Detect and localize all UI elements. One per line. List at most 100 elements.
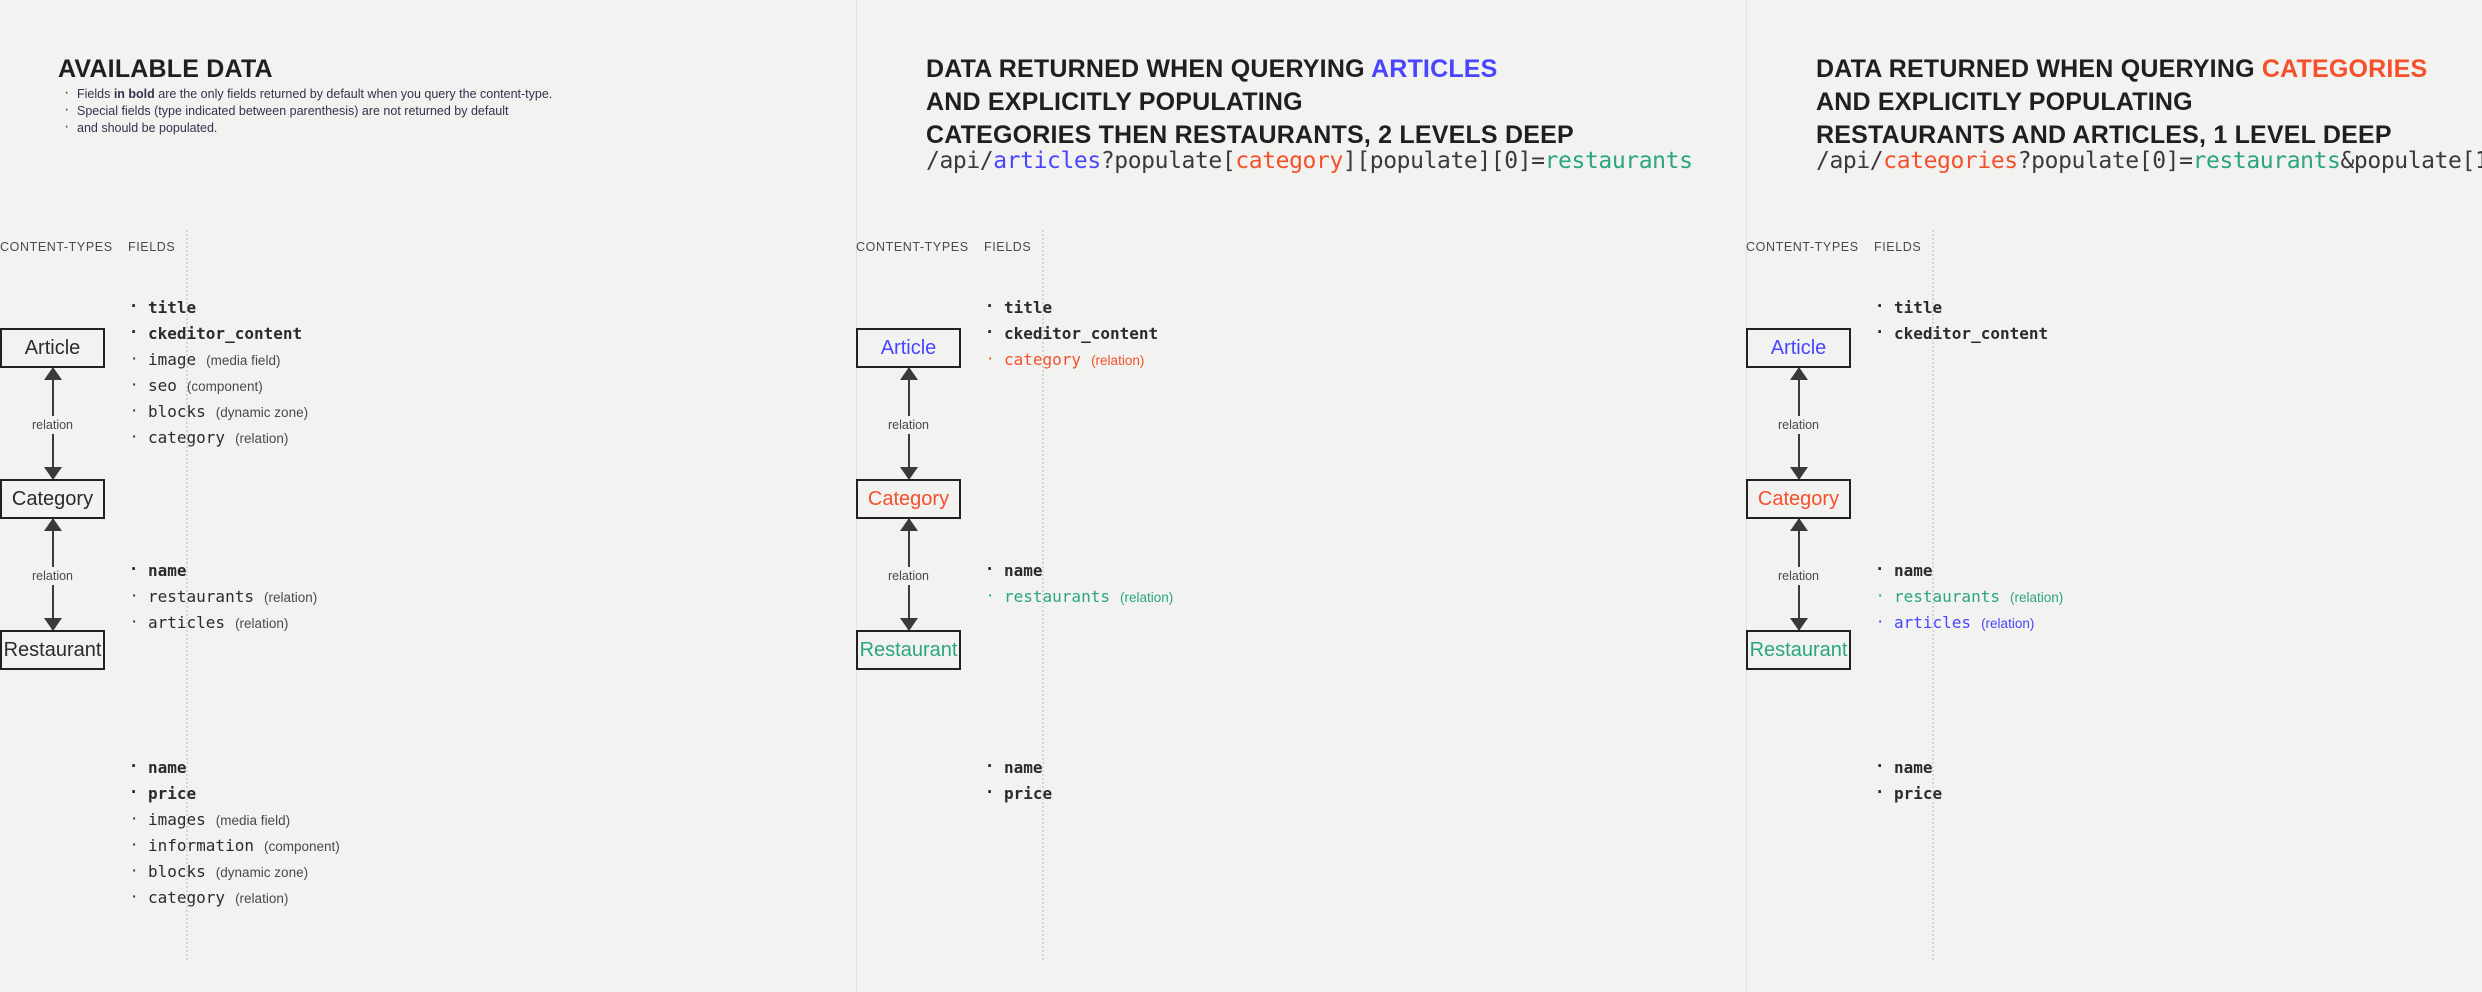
field-name: seo: [148, 376, 177, 395]
field-item: category (relation): [128, 424, 308, 451]
endpoint-seg: &populate[1]=: [2340, 148, 2482, 174]
field-item: name: [984, 754, 1052, 781]
field-item: seo(component): [128, 372, 308, 399]
arrow-down-icon: [1789, 467, 1808, 480]
field-item: category (relation): [984, 346, 1158, 373]
node-restaurant[interactable]: Restaurant: [856, 630, 961, 670]
field-list-article: title ckeditor_content category (relation): [984, 294, 1159, 373]
field-list-category: namerestaurants(relation)articles(relati…: [128, 557, 318, 636]
endpoint-seg: ?populate[0]=: [2017, 148, 2193, 174]
node-article-label: Article: [24, 336, 81, 359]
panel-3-heading-highlight: CATEGORIES: [2261, 54, 2428, 83]
field-name: ckeditor_content: [1894, 324, 2049, 343]
panel-2-heading: DATA RETURNED WHEN QUERYING ARTICLES AND…: [926, 53, 1574, 152]
node-restaurant-label: Restaurant: [1749, 638, 1848, 661]
panel-querying-categories: DATA RETURNED WHEN QUERYING CATEGORIES A…: [1746, 0, 2482, 992]
relation-label: relation: [20, 416, 85, 434]
endpoint-seg: /api/: [1816, 148, 1884, 174]
field-name: ckeditor_content: [1004, 324, 1159, 343]
field-list-restaurant: name price: [984, 754, 1053, 807]
relation-label: relation: [1766, 567, 1831, 585]
arrow-down-icon: [899, 618, 918, 631]
panel-2-heading-line2: AND EXPLICITLY POPULATING: [926, 87, 1303, 116]
field-name: price: [148, 784, 197, 803]
panel-1-heading: AVAILABLE DATA: [58, 53, 273, 86]
field-item: name: [1874, 754, 1942, 781]
api-endpoint-articles: /api/articles?populate[category][populat…: [926, 148, 1693, 174]
entity-diagram-2: Article relation Category relation Resta…: [856, 275, 986, 975]
node-category-label: Category: [1757, 487, 1840, 510]
field-name: category: [148, 428, 226, 447]
field-name: category: [1004, 350, 1082, 369]
node-article[interactable]: Article: [856, 328, 961, 368]
field-list-article: titleckeditor_contentimage(media field)s…: [128, 294, 309, 451]
field-type: (relation): [235, 431, 289, 446]
field-type: (relation): [1119, 590, 1174, 605]
field-item: restaurants (relation): [128, 583, 318, 610]
field-item: ckeditor_content: [1874, 320, 2049, 347]
field-type: (relation): [1091, 353, 1145, 368]
field-type: (component): [263, 839, 340, 854]
node-restaurant-label: Restaurant: [3, 638, 102, 661]
node-restaurant[interactable]: Restaurant: [0, 630, 105, 670]
arrow-up-icon: [43, 518, 62, 531]
field-item: blocks (dynamic zone): [128, 858, 340, 885]
panel-3-heading: DATA RETURNED WHEN QUERYING CATEGORIES A…: [1816, 53, 2427, 152]
panel-1-heading-text: AVAILABLE DATA: [58, 54, 273, 83]
field-item: articles(relation): [128, 609, 317, 636]
field-name: price: [1004, 784, 1053, 803]
entity-diagram-1: Article relation Category relation Resta…: [0, 275, 130, 975]
field-item: title: [1874, 294, 2048, 321]
arrow-down-icon: [1789, 618, 1808, 631]
field-type: (relation): [263, 590, 318, 605]
node-category[interactable]: Category: [856, 479, 961, 519]
field-list-article: title ckeditor_content: [1874, 294, 2049, 347]
endpoint-seg: categories: [1883, 148, 2018, 174]
node-restaurant[interactable]: Restaurant: [1746, 630, 1851, 670]
field-item: ckeditor_content: [128, 320, 308, 347]
field-type: (dynamic zone): [215, 405, 309, 420]
field-list-category: name restaurants (relation): [984, 557, 1174, 610]
node-restaurant-label: Restaurant: [859, 638, 958, 661]
field-type: (relation): [1981, 616, 2035, 631]
entity-diagram-3: Article relation Category relation Resta…: [1746, 275, 1876, 975]
field-name: restaurants: [1004, 587, 1110, 606]
node-article[interactable]: Article: [1746, 328, 1851, 368]
field-item: restaurants(relation): [1874, 583, 2063, 610]
field-name: name: [1004, 758, 1043, 777]
relation-label: relation: [1766, 416, 1831, 434]
arrow-up-icon: [899, 367, 918, 380]
field-name: ckeditor_content: [148, 324, 303, 343]
arrow-up-icon: [1789, 367, 1808, 380]
node-category[interactable]: Category: [1746, 479, 1851, 519]
legend-bullet-2-cont: and should be populated.: [60, 118, 552, 137]
arrow-up-icon: [43, 367, 62, 380]
field-name: information: [148, 836, 254, 855]
node-article[interactable]: Article: [0, 328, 105, 368]
field-item: images(media field): [128, 806, 340, 833]
field-name: title: [1004, 298, 1053, 317]
field-type: (dynamic zone): [215, 865, 309, 880]
field-name: name: [148, 758, 187, 777]
field-name: restaurants: [1894, 587, 2000, 606]
node-article-label: Article: [880, 336, 937, 359]
field-type: (relation): [235, 616, 289, 631]
column-label-content-types: CONTENT-TYPES: [0, 240, 113, 254]
field-name: name: [1004, 561, 1043, 580]
node-category[interactable]: Category: [0, 479, 105, 519]
field-name: blocks: [148, 862, 206, 881]
field-item: image(media field): [128, 346, 308, 373]
field-name: name: [148, 561, 187, 580]
field-item: name: [984, 557, 1173, 584]
field-item: ckeditor_content: [984, 320, 1159, 347]
node-article-label: Article: [1770, 336, 1827, 359]
field-type: (media field): [206, 353, 281, 368]
field-name: restaurants: [148, 587, 254, 606]
field-name: images: [148, 810, 206, 829]
field-name: price: [1894, 784, 1943, 803]
panel-available-data: AVAILABLE DATA Fields in bold are the on…: [0, 0, 856, 992]
field-list-restaurant: name price: [1874, 754, 1943, 807]
field-name: title: [1894, 298, 1943, 317]
field-list-category: namerestaurants(relation)articles(relati…: [1874, 557, 2063, 636]
